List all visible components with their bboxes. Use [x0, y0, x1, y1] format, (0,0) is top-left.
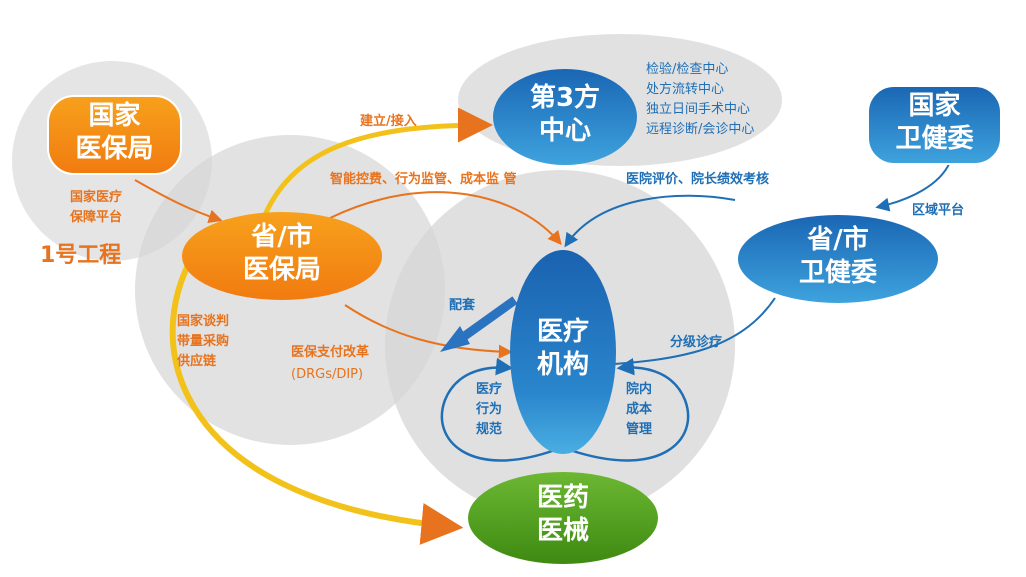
label-payment-reform: 医保支付改革 — [291, 345, 370, 360]
text-pharma-devices: 医药 医械 — [536, 483, 589, 546]
label-hospital-eval: 医院评价、院长绩效考核 — [626, 172, 770, 187]
node-third-party-center — [493, 69, 637, 165]
arc-yellow-to-pharma — [169, 243, 464, 545]
text-provincial-health-commission: 省/市 卫健委 — [798, 225, 877, 288]
loop-cost — [569, 357, 690, 462]
arc-yellow-to-third-party — [259, 107, 493, 223]
node-national-health-commission — [867, 85, 1002, 165]
text-third-party-center: 第3方 中心 — [529, 83, 601, 146]
arrow-regional-platform — [875, 161, 951, 212]
arrow-hospital-eval — [564, 194, 736, 248]
label-negotiation: 国家谈判 带量采购 供应链 — [177, 314, 230, 369]
text-national-health-commission: 国家 卫健委 — [895, 91, 974, 154]
arrow-smart-control — [329, 191, 562, 246]
node-provincial-insurance — [182, 212, 382, 300]
label-matching: 配套 — [449, 298, 476, 313]
text-provincial-insurance: 省/市 医保局 — [242, 222, 321, 285]
node-medical-institution — [510, 250, 616, 454]
label-cost-management: 院内 成本 管理 — [626, 382, 653, 437]
text-national-insurance: 国家 医保局 — [75, 101, 154, 164]
label-third-party-services: 检验/检查中心 处方流转中心 独立日间手术中心 远程诊断/会诊中心 — [646, 62, 755, 137]
label-build-access: 建立/接入 — [360, 114, 417, 129]
text-medical-institution: 医疗 机构 — [536, 317, 589, 380]
label-national-platform: 国家医疗 保障平台 — [70, 190, 123, 225]
arrow-national-to-provincial — [134, 179, 223, 224]
loop-behavior — [440, 357, 556, 462]
label-behavior-norm: 医疗 行为 规范 — [476, 382, 503, 437]
label-regional-platform: 区域平台 — [912, 203, 965, 218]
node-provincial-health-commission — [738, 215, 938, 303]
node-pharma-devices — [468, 472, 658, 564]
node-national-insurance — [47, 95, 182, 175]
label-tiered-care: 分级诊疗 — [670, 335, 723, 350]
label-drg-dip: (DRGs/DIP) — [291, 367, 364, 382]
arrow-matching-head — [440, 326, 470, 352]
label-smart-control: 智能控费、行为监管、成本监 管 — [330, 172, 517, 187]
arrow-payment-reform — [344, 304, 513, 359]
label-project-one: 1号工程 — [40, 243, 122, 268]
